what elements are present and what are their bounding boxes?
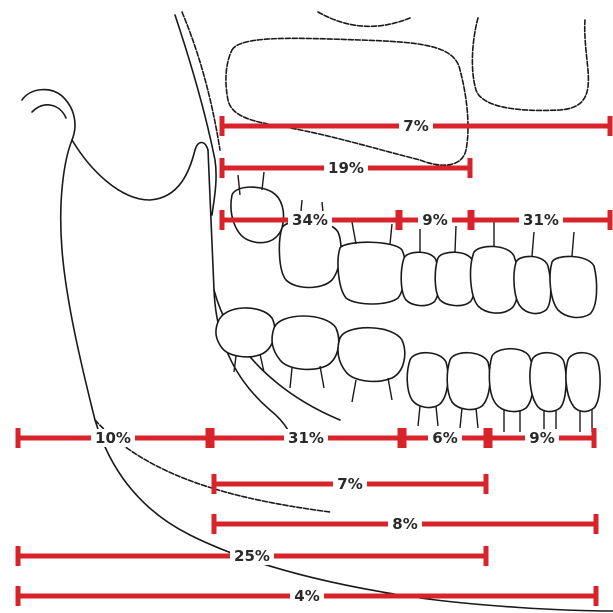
measurement-label: 7%: [337, 475, 362, 493]
measurement-label: 7%: [403, 117, 428, 135]
measurement-label: 6%: [432, 429, 457, 447]
measurement-7: 31%: [212, 428, 400, 448]
measurement-9: 9%: [490, 428, 594, 448]
measurement-10: 7%: [214, 474, 486, 494]
measurement-label: 31%: [523, 211, 559, 229]
measurement-13: 4%: [18, 586, 596, 606]
measurement-6: 10%: [18, 428, 208, 448]
upper-teeth: [231, 172, 597, 317]
measurement-2: 19%: [222, 158, 470, 178]
measurement-label: 19%: [328, 159, 364, 177]
measurement-4: 9%: [400, 210, 470, 230]
measurement-label: 10%: [95, 429, 131, 447]
measurement-5: 31%: [472, 210, 610, 230]
measurement-label: 34%: [292, 211, 328, 229]
measurement-11: 8%: [214, 514, 596, 534]
measurement-8: 6%: [404, 428, 486, 448]
measurement-label: 4%: [294, 587, 319, 605]
measurement-label: 31%: [288, 429, 324, 447]
measurement-label: 25%: [234, 547, 270, 565]
measurement-1: 7%: [222, 116, 610, 136]
measurement-12: 25%: [18, 546, 486, 566]
maxilla-outline: [175, 12, 588, 215]
measurement-label: 8%: [392, 515, 417, 533]
measurement-label: 9%: [529, 429, 554, 447]
measurement-label: 9%: [422, 211, 447, 229]
